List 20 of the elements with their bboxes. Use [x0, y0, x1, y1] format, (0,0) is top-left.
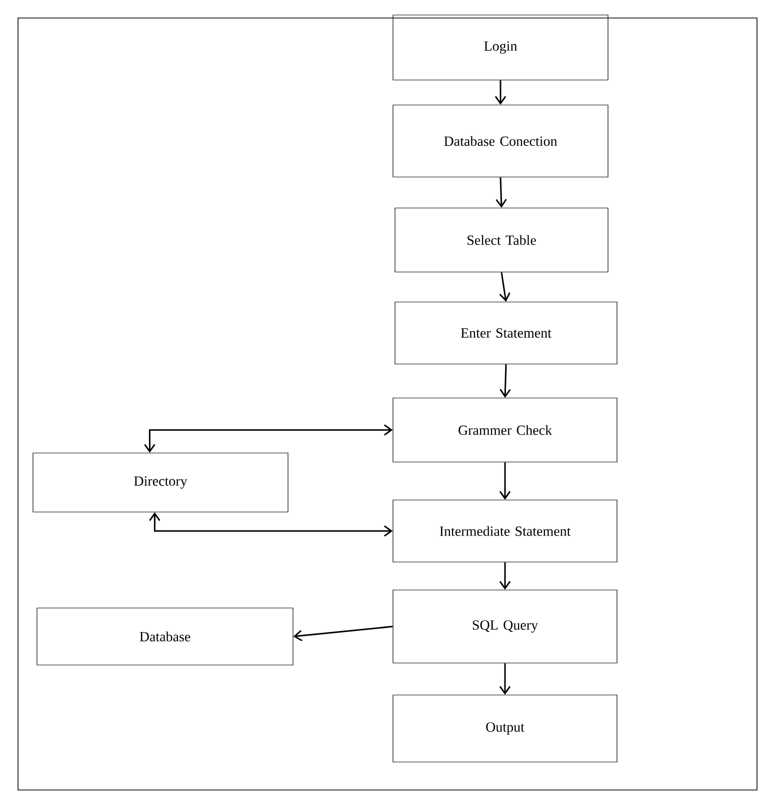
arrow [499, 663, 511, 695]
process-box: Directory [32, 452, 288, 512]
process-box: SQL Query [392, 590, 618, 664]
process-box: Select Table [394, 208, 608, 272]
process-box: Database [36, 608, 294, 666]
arrow [500, 364, 511, 398]
arrow [499, 562, 511, 590]
arrow [499, 462, 511, 500]
arrow [293, 626, 393, 642]
arrow [144, 424, 393, 453]
arrow [149, 512, 393, 537]
process-box: Login [392, 14, 608, 80]
process-box: Grammer Check [392, 398, 618, 462]
process-box: Database Conection [392, 104, 608, 178]
process-box: Enter Statement [394, 302, 618, 364]
arrow [496, 177, 507, 208]
process-box: Intermediate Statement [392, 500, 618, 562]
arrow [494, 80, 506, 105]
arrow [499, 272, 510, 302]
process-box: Output [392, 694, 618, 762]
